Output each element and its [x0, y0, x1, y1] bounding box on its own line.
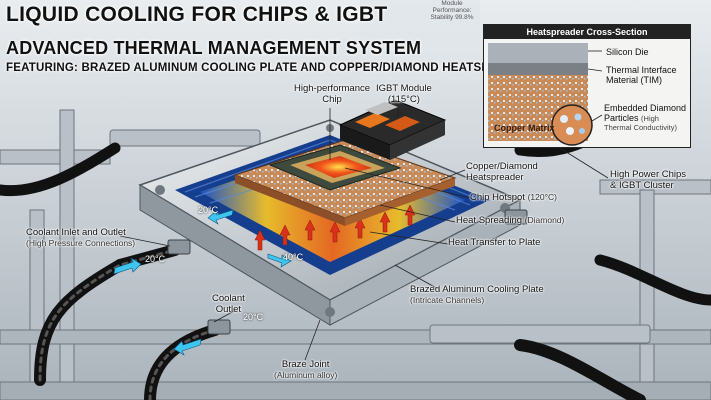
spreading-label: Heat Spreading (Diamond)	[456, 215, 565, 227]
label-line: (115°C)	[387, 93, 420, 105]
monitor-readout: Module Performance: Stability 99.8%	[430, 0, 474, 21]
heat-arrows	[254, 204, 416, 251]
tim-label: Thermal Interface Material (TIM)	[606, 65, 677, 86]
support-frame	[0, 109, 711, 400]
label-line: High Power Chips	[610, 169, 687, 180]
monitor-line: Module	[441, 0, 463, 7]
leader-lines	[119, 108, 609, 361]
label-line: Heatspreader	[466, 171, 524, 183]
temp-inlet: 20°C	[145, 254, 166, 264]
label-line: Copper/Diamond	[466, 161, 538, 172]
cross-section-inset: Heatspreader Cross-Section Silicon Die T…	[483, 24, 691, 148]
tim-label-line: Thermal Interface	[606, 65, 677, 75]
silicon-die-layer	[488, 43, 588, 63]
monitor-line: Stability 99.8%	[430, 14, 474, 22]
label-line: Chip Hotspot	[470, 192, 525, 203]
temp-top: 20°C	[198, 205, 219, 215]
label-sub: (High Pressure Connections)	[26, 237, 136, 248]
label-line: & IGBT Cluster	[610, 179, 674, 191]
page-title: LIQUID COOLING FOR CHIPS & IGBT	[6, 3, 388, 26]
hotspot-label: Chip Hotspot (120°C)	[470, 192, 557, 204]
cross-section-graphic	[488, 43, 603, 146]
label-line: Braze Joint	[281, 359, 330, 370]
diamond-label: Embedded Diamond Particles (High Thermal…	[604, 103, 686, 133]
igbt-label: IGBT Module (115°C)	[376, 83, 432, 106]
label-sub: (Aluminum alloy)	[274, 369, 338, 380]
tim-label-line: Material (TIM)	[606, 75, 662, 86]
label-line: Brazed Aluminum Cooling Plate	[410, 284, 544, 295]
braze-label: Braze Joint (Aluminum alloy)	[274, 359, 338, 381]
chip	[268, 144, 402, 191]
temp-outlet: 20°C	[243, 312, 264, 322]
monitor-line: Performance:	[432, 7, 472, 15]
transfer-label: Heat Transfer to Plate	[448, 237, 541, 248]
flow-arrows	[113, 209, 292, 356]
plate-label: Brazed Aluminum Cooling Plate (Intricate…	[410, 284, 544, 306]
inset-title: Heatspreader Cross-Section	[484, 25, 690, 39]
igbt-module	[338, 99, 447, 160]
fittings	[167, 209, 528, 335]
label-sub: (120°C)	[527, 192, 557, 202]
label-line: Heat Spreading	[456, 215, 523, 226]
diamond-label-line: Particles	[604, 113, 639, 124]
label-line: Chip	[322, 93, 342, 105]
label-line: IGBT Module	[376, 83, 432, 94]
label-line: Coolant Inlet and Outlet	[26, 227, 126, 238]
label-line: Outlet	[215, 303, 242, 315]
tim-layer	[488, 63, 588, 75]
silicon-die-label: Silicon Die	[606, 47, 649, 57]
window-panel	[360, 0, 480, 80]
diamond-sub: Thermal Conductivity)	[604, 122, 677, 132]
diamond-label-line: Embedded Diamond	[604, 103, 687, 113]
featuring-line: FEATURING: BRAZED ALUMINUM COOLING PLATE…	[6, 62, 539, 74]
cu-diamond-label: Copper/Diamond Heatspreader	[466, 161, 538, 184]
diamond-sub: (High	[641, 114, 659, 124]
inlet-label: Coolant Inlet and Outlet (High Pressure …	[26, 227, 136, 249]
copper-matrix-label: Copper Matrix	[494, 123, 555, 133]
magnifier	[551, 104, 593, 146]
page-subtitle: ADVANCED THERMAL MANAGEMENT SYSTEM	[6, 38, 422, 58]
hp-cluster-label: High Power Chips & IGBT Cluster	[610, 169, 687, 192]
temp-mid: 40°C	[283, 252, 304, 262]
label-sub: (Diamond)	[524, 215, 565, 225]
hp-chip-label: High-performance Chip	[294, 83, 371, 106]
outlet-label: Coolant Outlet	[212, 293, 245, 316]
label-line: High-performance	[294, 83, 371, 94]
label-sub: (Intricate Channels)	[410, 294, 485, 305]
label-line: Coolant	[212, 293, 245, 304]
